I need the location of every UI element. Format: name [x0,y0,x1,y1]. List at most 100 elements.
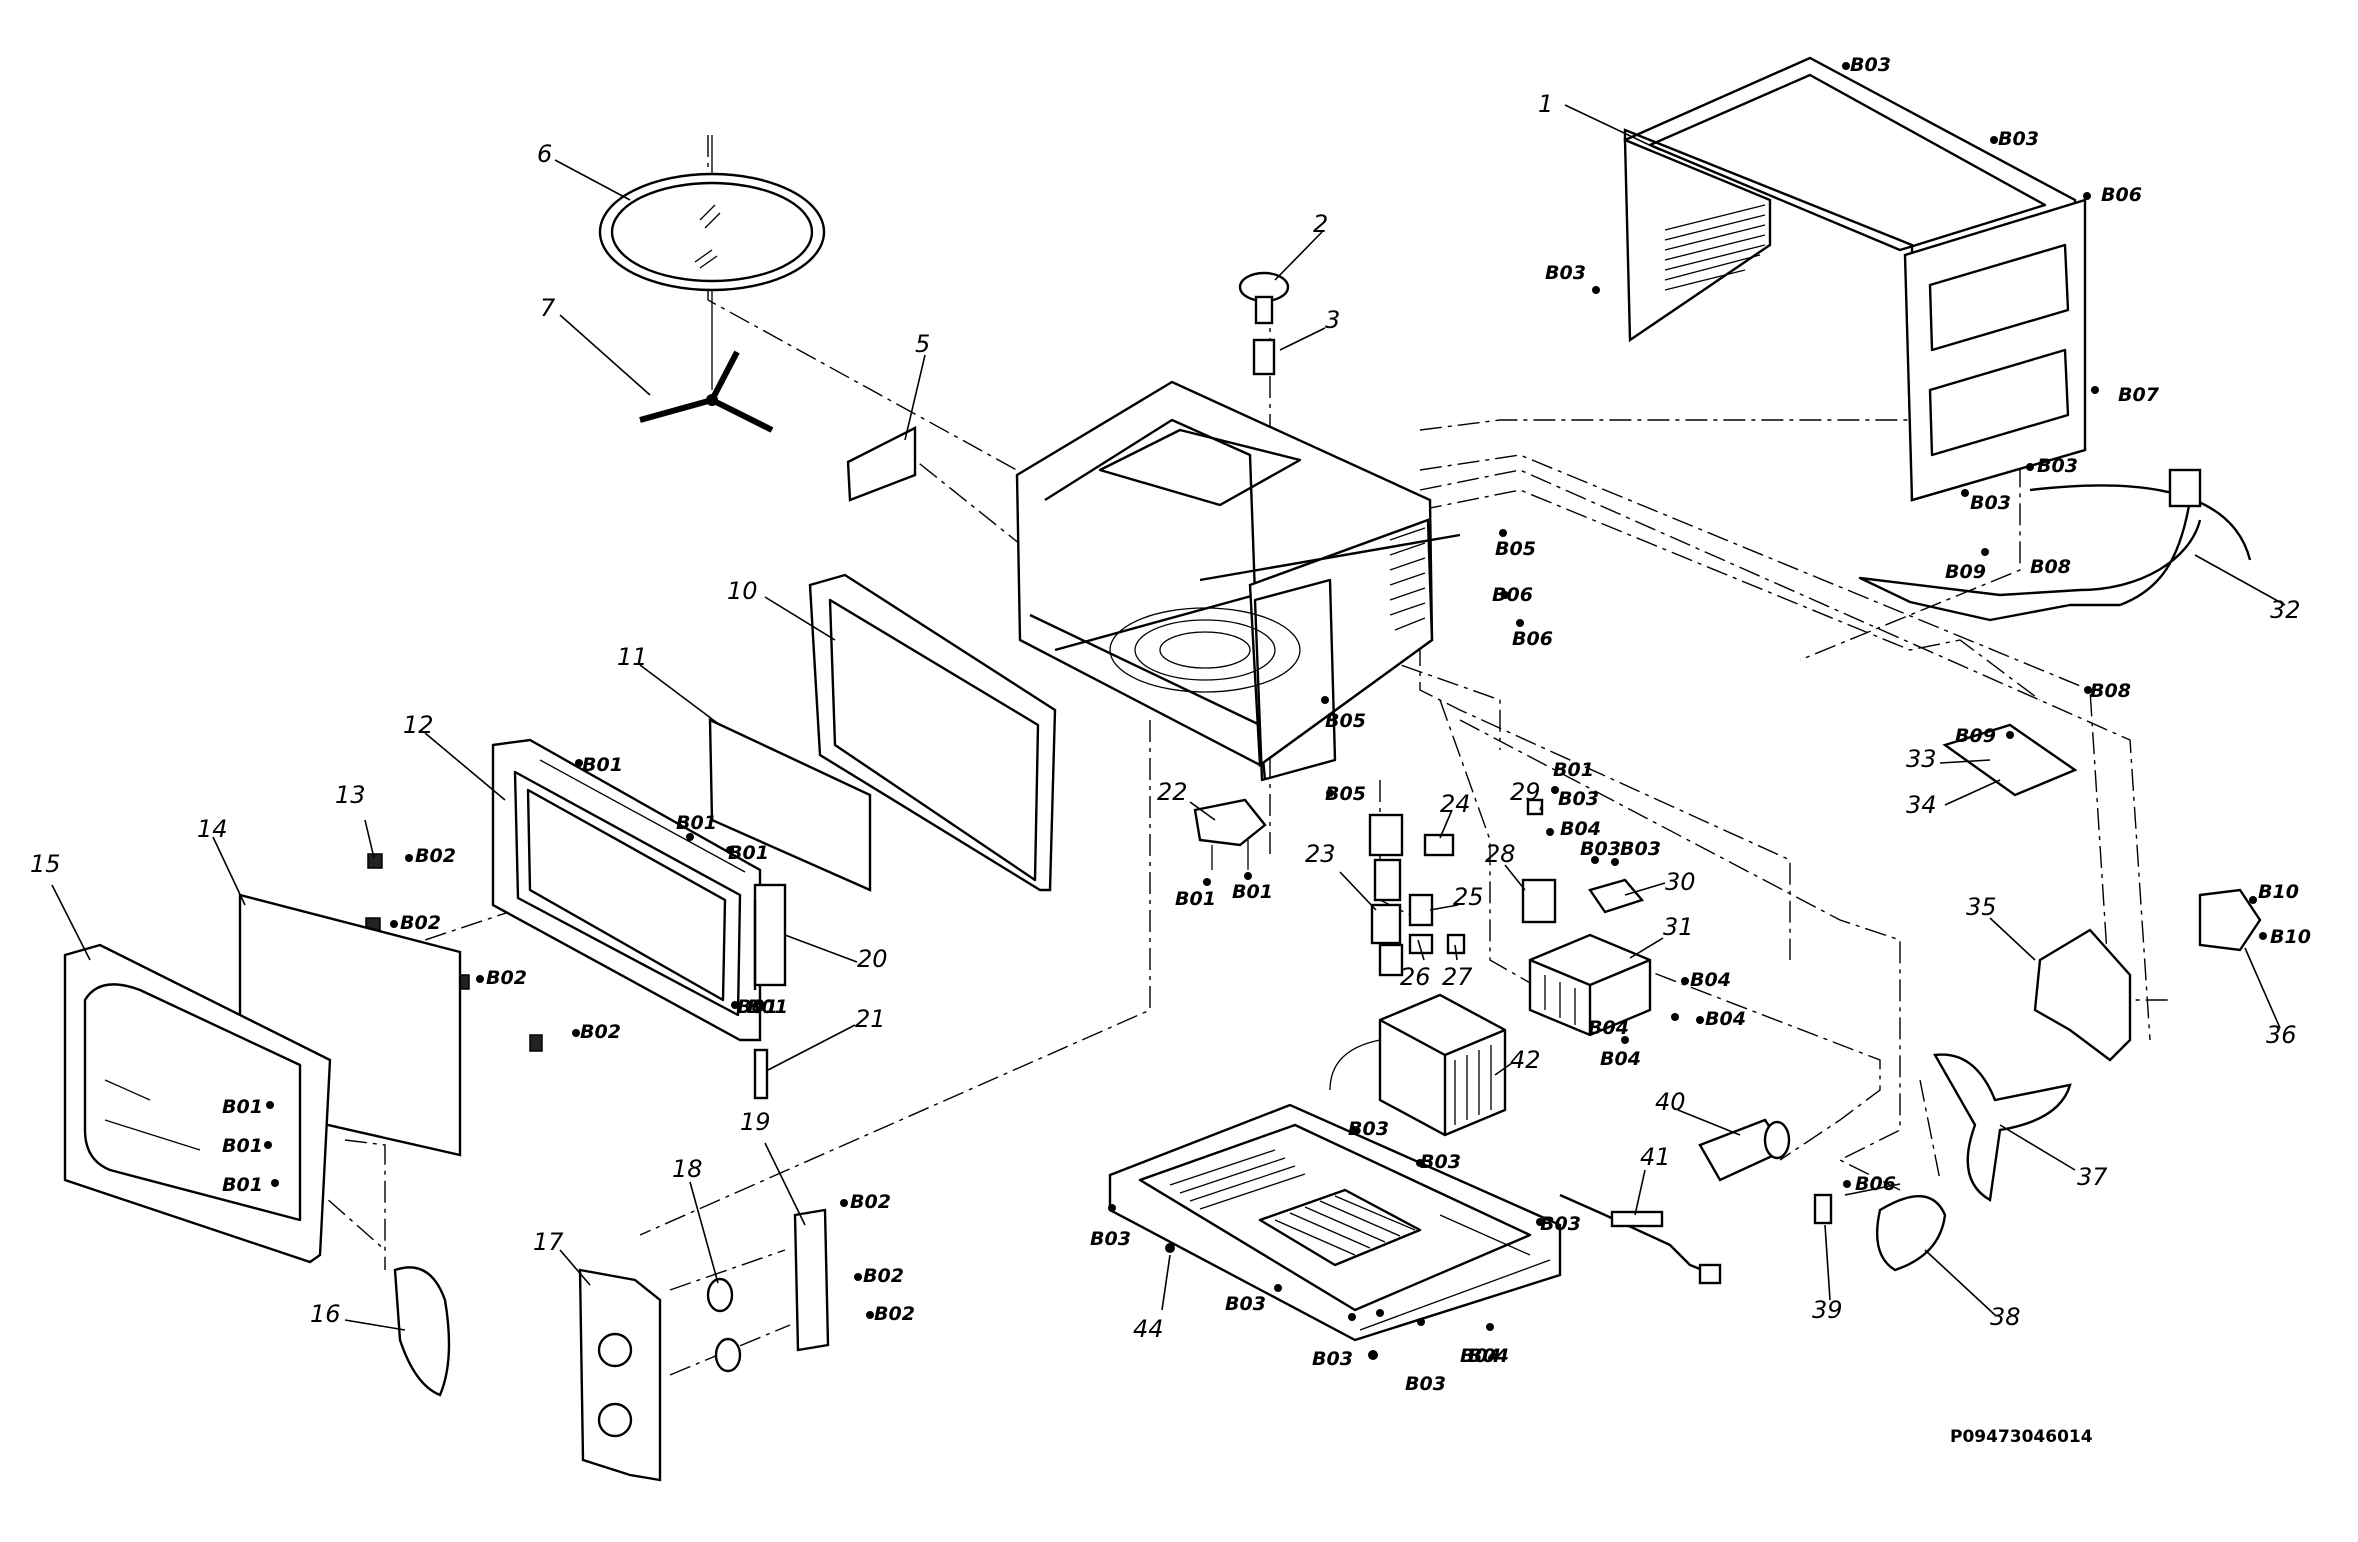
hv-diode [1559,1193,1722,1285]
turntable-motor [1193,798,1267,870]
fastener-label: B08 [2030,556,2071,578]
fastener-label: B01 [676,812,717,834]
drawing-code: P09473046014 [1950,1427,2093,1447]
part-label: 22 [1157,778,1188,806]
oven-cavity [1015,380,1461,782]
fastener-label: B05 [1325,783,1366,805]
cover-plate-30 [1588,878,1645,914]
fastener-label: B06 [1855,1173,1896,1195]
part-label: 16 [310,1300,341,1328]
fastener-label: B09 [1945,561,1986,583]
part-label: 17 [533,1228,564,1256]
part-label: 39 [1812,1296,1843,1324]
fastener-label: B02 [874,1303,915,1325]
fastener-label: B03 [1312,1348,1353,1370]
part-label: 25 [1453,883,1484,911]
fastener-label: B05 [1325,710,1366,732]
fastener-label: B01 [728,842,769,864]
part-label: 31 [1663,913,1694,941]
part-label: 7 [540,294,556,322]
fastener-label: B03 [1998,128,2039,150]
fastener-label: B03 [1580,838,1621,860]
door-panel [63,943,332,1264]
fastener-label: B04 [1468,1345,1509,1367]
fastener-label: B02 [400,912,441,934]
fastener-label: B04 [1690,969,1731,991]
fastener-label: B02 [580,1021,621,1043]
part-label: 3 [1325,306,1340,334]
fastener-label: B01 [1232,881,1273,903]
capacitor-28 [1521,798,1557,924]
part-label: 36 [2266,1021,2297,1049]
fastener-label: B03 [1348,1118,1389,1140]
fastener-label: B06 [1512,628,1553,650]
part-label: 34 [1906,791,1937,819]
part-label: 23 [1305,840,1336,868]
door-frame [491,738,787,1042]
fastener-label: B06 [1492,584,1533,606]
part-label: 35 [1966,893,1997,921]
fastener-label: B03 [1620,838,1661,860]
part-label: 5 [915,330,930,358]
leader-lines [51,104,2286,1331]
fastener-label: B03 [2037,455,2078,477]
part-label: 1 [1538,90,1553,118]
part-label: 26 [1400,963,1431,991]
control-knobs [706,1277,742,1373]
part-label: 40 [1655,1088,1686,1116]
part-label: 13 [335,781,366,809]
fastener-label: B01 [737,996,778,1018]
glass-tray [598,135,826,305]
fastener-label: B01 [747,996,788,1018]
fastener-labels: B01 B01 B01 B01 B01 B01 B01 B01 B01 B01 … [222,54,2311,1395]
fastener-label: B04 [1705,1008,1746,1030]
part-label: 41 [1640,1143,1671,1171]
fastener-label: B01 [582,754,623,776]
fastener-label: B03 [1558,788,1599,810]
control-board [1942,723,2078,797]
fan-motor [2198,888,2262,952]
fastener-label: B02 [850,1191,891,1213]
part-label: 29 [1510,778,1541,806]
part-label: 44 [1133,1315,1164,1343]
fastener-label: B10 [2258,881,2299,903]
thermal-fuse [1813,1193,1833,1225]
part-label: 11 [617,643,648,671]
fastener-label: B03 [1850,54,1891,76]
interlock-switches [1368,813,1466,977]
control-panel [578,1268,662,1482]
part-label: 21 [855,1005,886,1033]
part-label: 28 [1485,840,1516,868]
fastener-label: B10 [2270,926,2311,948]
fastener-label: B04 [1460,1345,1501,1367]
part-label: 33 [1906,745,1937,773]
fastener-label: B05 [1495,538,1536,560]
fastener-label: B02 [486,967,527,989]
part-label: 42 [1510,1046,1541,1074]
fastener-label: B04 [1600,1048,1641,1070]
fastener-label: B03 [1970,492,2011,514]
part-label: 19 [740,1108,771,1136]
hv-capacitor [1698,1118,1791,1182]
fan-bracket [2033,928,2132,1062]
part-label: 38 [1990,1303,2021,1331]
door-latch [393,1266,451,1397]
fastener-dots [264,62,2267,1360]
fastener-label: B07 [2118,384,2160,406]
roller-support [639,305,774,433]
fastener-label: B03 [1420,1151,1461,1173]
fastener-label: B01 [222,1135,263,1157]
magnetron [1528,933,1652,1037]
fastener-label: B03 [1405,1373,1446,1395]
part-label: 10 [727,577,758,605]
part-label: 27 [1442,963,1473,991]
fastener-label: B01 [1175,888,1216,910]
fastener-label: B08 [2090,680,2131,702]
part-labels: 1 2 3 5 6 7 10 11 12 13 14 15 16 17 18 1… [30,90,2301,1343]
base-plate [1108,1103,1562,1342]
fastener-label: B02 [415,845,456,867]
coupler [1238,271,1290,376]
part-label: 6 [537,140,552,168]
part-label: 20 [857,945,888,973]
